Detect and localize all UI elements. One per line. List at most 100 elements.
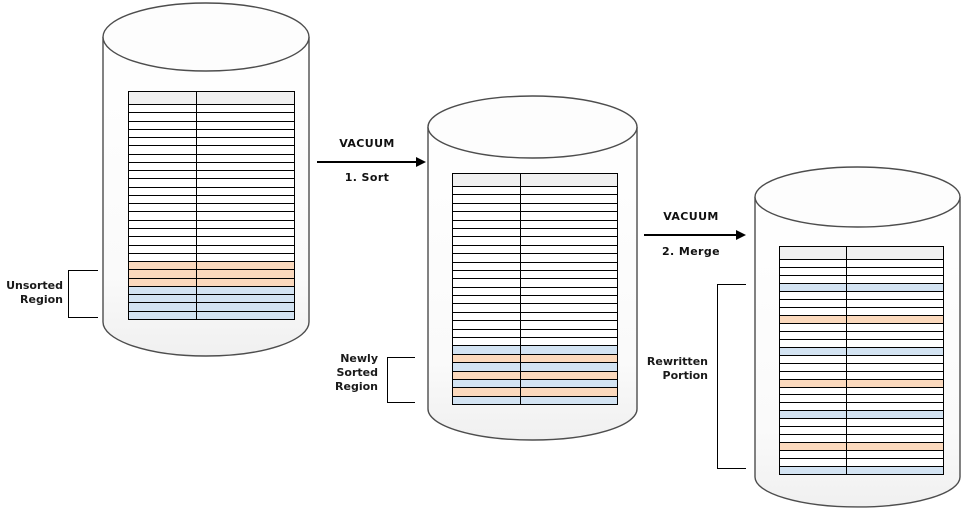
table-cell	[847, 427, 943, 435]
table-row	[780, 339, 943, 348]
table-cell	[129, 245, 198, 253]
table-row	[453, 287, 617, 297]
rewritten-portion-bracket	[717, 284, 746, 469]
table-row	[453, 354, 617, 364]
table-cell	[197, 237, 294, 245]
table-row	[453, 220, 617, 229]
table-cell	[520, 304, 617, 312]
table-row	[780, 387, 943, 396]
table-cell	[847, 323, 943, 331]
table-cell	[847, 387, 943, 395]
table-unsorted	[128, 91, 295, 320]
table-cell	[129, 105, 198, 113]
table-cell	[129, 179, 198, 187]
table-row	[780, 267, 943, 276]
table-cell	[453, 203, 521, 212]
sort-arrow-line	[317, 161, 417, 163]
table-cell	[453, 245, 521, 254]
table-cell	[129, 311, 198, 319]
table-cell	[780, 331, 848, 339]
table-cell	[847, 443, 943, 451]
table-row	[129, 228, 294, 238]
table-cell	[129, 121, 198, 129]
table-cell	[520, 270, 617, 279]
table-row	[129, 171, 294, 180]
table-cell	[780, 451, 848, 459]
table-cell	[847, 331, 943, 339]
cylinder-top-middle	[427, 95, 638, 159]
table-row	[780, 419, 943, 428]
table-cell	[780, 260, 848, 267]
table-cell	[780, 323, 848, 331]
table-cell	[847, 371, 943, 379]
table-row	[129, 138, 294, 147]
table-row	[780, 371, 943, 380]
unsorted-region-label: Unsorted Region	[6, 279, 63, 306]
table-cell	[197, 129, 294, 138]
table-cell	[453, 296, 521, 304]
table-row	[780, 291, 943, 300]
table-row	[453, 254, 617, 263]
table-cell	[847, 435, 943, 443]
table-cell	[197, 92, 294, 104]
table-row	[129, 220, 294, 229]
table-cell	[847, 379, 943, 387]
table-row	[780, 315, 943, 324]
table-cell	[129, 171, 198, 179]
table-cell	[780, 403, 848, 411]
table-cell	[129, 204, 198, 212]
table-cell	[197, 212, 294, 220]
table-cell	[129, 154, 198, 162]
table-cell	[453, 228, 521, 237]
vacuum-merge-step: 2. Merge	[661, 245, 721, 258]
table-row	[129, 204, 294, 213]
table-merged	[779, 246, 944, 475]
table-row	[129, 245, 294, 254]
table-row	[129, 146, 294, 155]
table-row	[453, 363, 617, 372]
table-row	[780, 307, 943, 316]
table-cell	[197, 262, 294, 270]
table-cell	[780, 459, 848, 467]
table-cell	[520, 203, 617, 212]
table-cell	[780, 247, 848, 259]
table-cell	[520, 212, 617, 220]
table-row	[780, 427, 943, 436]
table-row	[129, 286, 294, 296]
vacuum-merge-title: VACUUM	[663, 210, 719, 223]
table-cell	[129, 303, 198, 311]
table-cell	[520, 174, 617, 186]
table-cell	[520, 262, 617, 270]
table-row	[780, 323, 943, 332]
table-header-row	[129, 92, 294, 105]
table-cell	[129, 253, 198, 262]
table-cell	[520, 321, 617, 329]
table-row	[129, 262, 294, 271]
table-cell	[197, 245, 294, 253]
table-cell	[847, 291, 943, 299]
table-cell	[197, 162, 294, 171]
table-row	[453, 304, 617, 313]
table-row	[453, 203, 617, 213]
rewritten-portion-label: Rewritten Portion	[646, 355, 708, 382]
table-cell	[847, 247, 943, 259]
table-row	[453, 262, 617, 271]
table-cell	[197, 270, 294, 278]
table-cell	[453, 338, 521, 346]
table-cell	[129, 220, 198, 228]
table-cell	[197, 105, 294, 113]
table-cell	[129, 237, 198, 245]
table-cell	[197, 146, 294, 154]
table-cell	[453, 262, 521, 270]
table-row	[453, 379, 617, 389]
table-cell	[847, 403, 943, 411]
table-cell	[847, 267, 943, 275]
table-cell	[780, 371, 848, 379]
table-cell	[520, 329, 617, 338]
table-row	[780, 459, 943, 468]
table-cell	[780, 419, 848, 427]
table-row	[780, 260, 943, 268]
table-row	[129, 129, 294, 139]
table-cell	[453, 174, 521, 186]
table-cell	[197, 121, 294, 129]
